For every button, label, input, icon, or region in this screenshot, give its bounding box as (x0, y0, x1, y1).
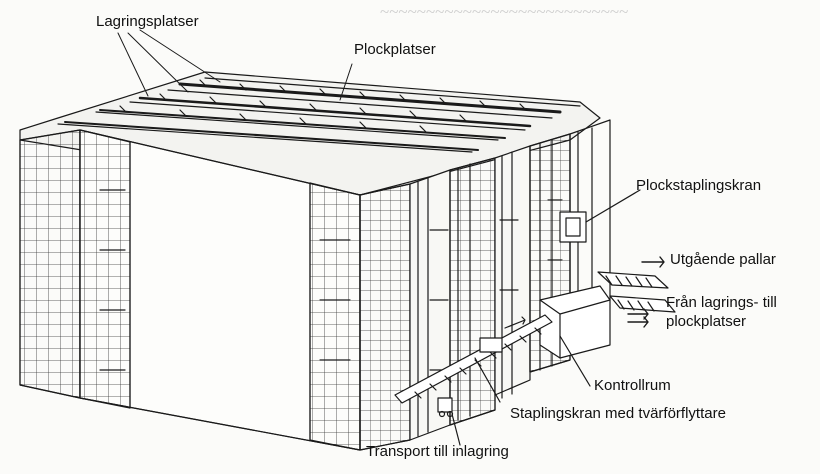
leader-lines (117, 29, 353, 101)
label-plockplatser: Plockplatser (354, 41, 436, 58)
pick-crane (559, 189, 641, 243)
transport-conveyor (394, 314, 553, 446)
label-utgaende-pallar: Utgående pallar (670, 251, 776, 268)
label-fran-lagrings-line2: plockplatser (666, 313, 747, 330)
label-fran-lagrings-line1: Från lagrings- till (666, 294, 777, 311)
label-transport: Transport till inlagring (366, 443, 509, 460)
label-kontrollrum: Kontrollrum (594, 377, 671, 394)
outgoing-conveyor (597, 256, 676, 328)
label-plockstaplingskran: Plockstaplingskran (636, 177, 762, 194)
label-lagringsplatser: Lagringsplatser (96, 13, 199, 30)
rack-roof (19, 71, 601, 196)
control-room (539, 285, 611, 387)
rack-front-face (19, 129, 361, 451)
label-staplingskran: Staplingskran med tvärförflyttare (510, 405, 726, 422)
show-through-text: ~~~~~~~~~~~~~~~~~~~~~~~~~~~ (380, 2, 629, 21)
